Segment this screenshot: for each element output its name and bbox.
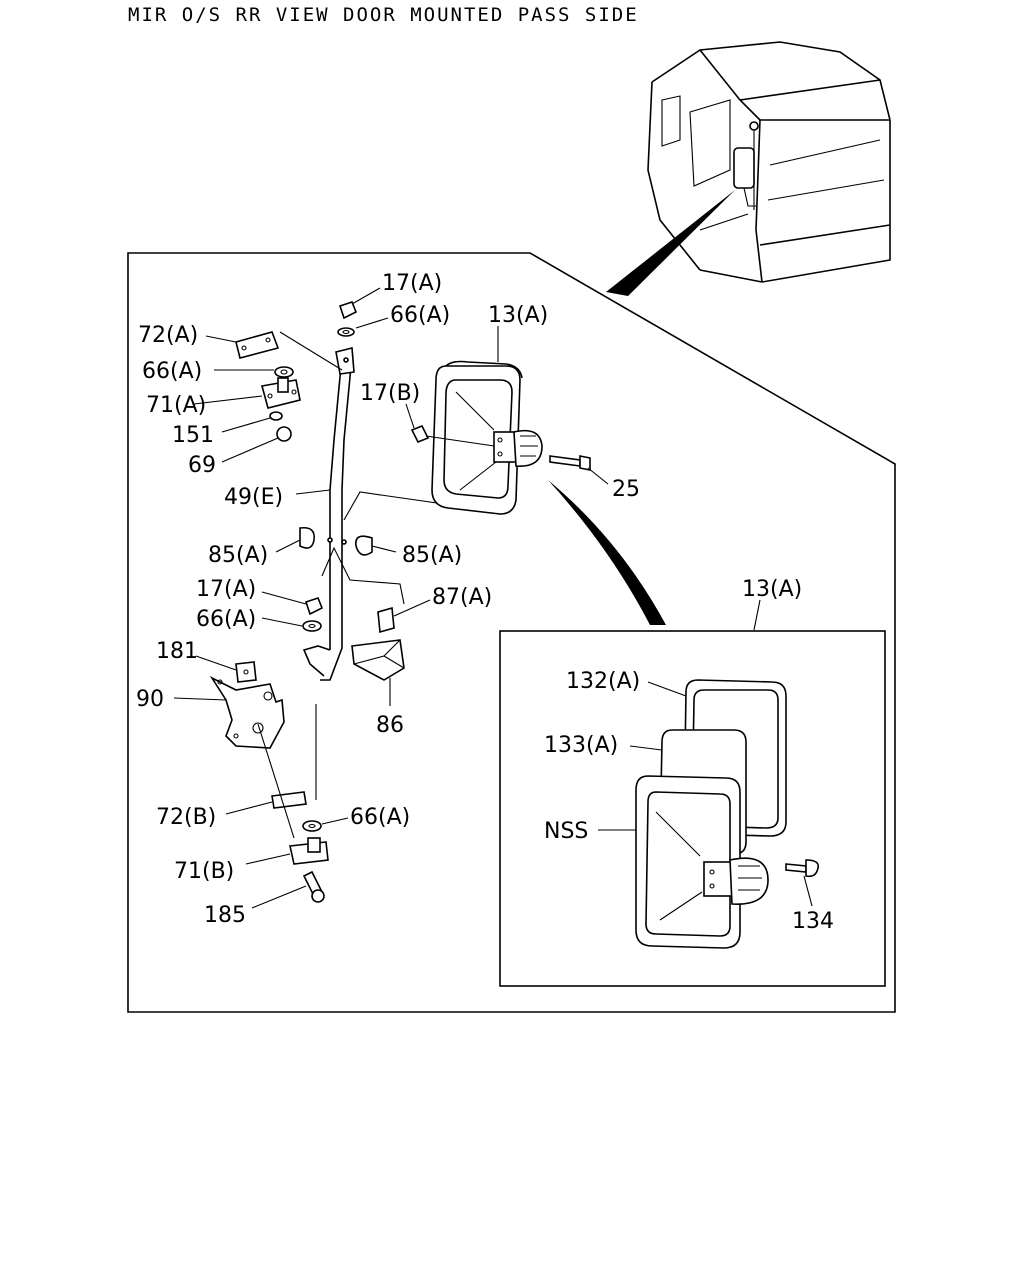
label-17a-mid: 17(A) <box>196 577 256 602</box>
label-13a-inset: 13(A) <box>742 577 802 602</box>
label-87a: 87(A) <box>432 585 492 610</box>
label-72a: 72(A) <box>138 323 198 348</box>
label-86: 86 <box>376 713 404 738</box>
label-17b: 17(B) <box>360 381 420 406</box>
label-nss: NSS <box>544 819 588 844</box>
label-133a: 133(A) <box>544 733 618 758</box>
main-frame <box>127 252 896 1013</box>
label-69: 69 <box>188 453 216 478</box>
label-181: 181 <box>156 639 198 664</box>
label-25: 25 <box>612 477 640 502</box>
leader-lines <box>173 287 813 909</box>
label-13a-main: 13(A) <box>488 303 548 328</box>
label-151: 151 <box>172 423 214 448</box>
inset-pointer-wedge <box>548 480 666 625</box>
label-66a-mid: 66(A) <box>196 607 256 632</box>
label-185: 185 <box>204 903 246 928</box>
van-rear-view <box>647 41 891 283</box>
label-66a-low: 66(A) <box>350 805 410 830</box>
support-arm <box>302 346 355 681</box>
diagram-title: MIR O/S RR VIEW DOOR MOUNTED PASS SIDE <box>128 4 639 26</box>
label-66a-left: 66(A) <box>142 359 202 384</box>
label-71b: 71(B) <box>174 859 234 884</box>
label-66a-top: 66(A) <box>390 303 450 328</box>
label-90: 90 <box>136 687 164 712</box>
inset-mirror <box>635 775 769 949</box>
inset-frame <box>499 630 886 987</box>
main-mirror <box>431 360 543 515</box>
van-pointer-wedge <box>606 190 735 296</box>
label-49e: 49(E) <box>224 485 283 510</box>
label-85a-right: 85(A) <box>402 543 462 568</box>
label-134: 134 <box>792 909 834 934</box>
label-17a-top: 17(A) <box>382 271 442 296</box>
label-71a: 71(A) <box>146 393 206 418</box>
label-72b: 72(B) <box>156 805 216 830</box>
label-132a: 132(A) <box>566 669 640 694</box>
label-85a-left: 85(A) <box>208 543 268 568</box>
